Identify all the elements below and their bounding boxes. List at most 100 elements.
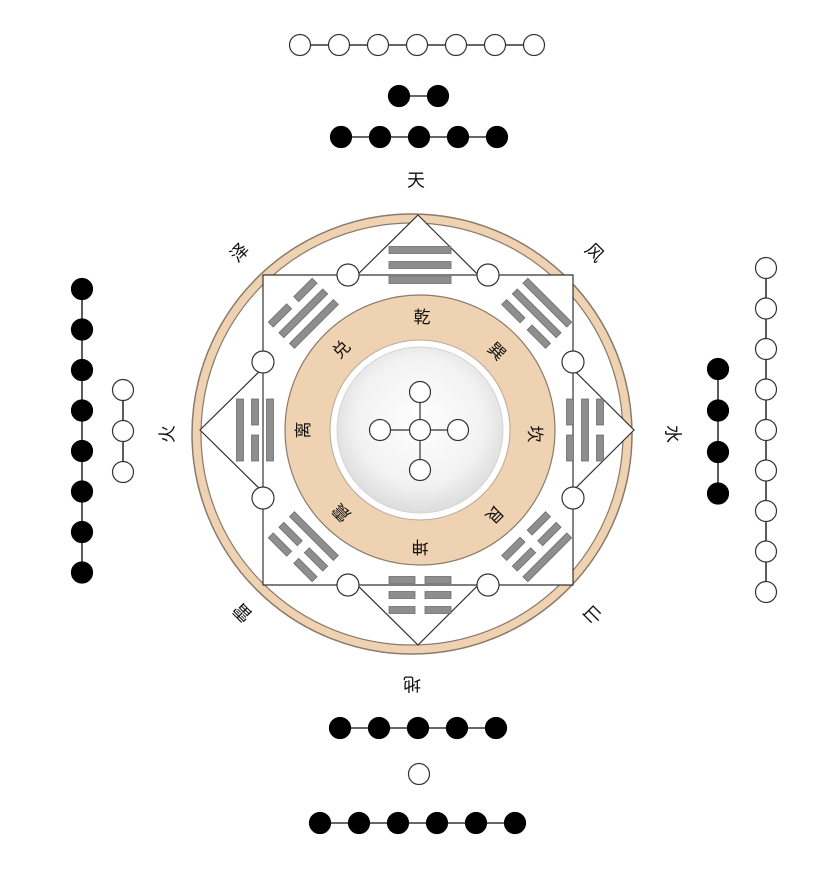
white-dot xyxy=(111,378,135,402)
yin-line-right xyxy=(388,576,416,584)
yang-line xyxy=(511,288,562,339)
yin-line-left xyxy=(596,398,604,426)
yin-line-left xyxy=(251,434,259,462)
white-dot xyxy=(407,762,431,786)
black-dot xyxy=(367,716,391,740)
yin-line-right xyxy=(267,532,293,557)
white-dot xyxy=(483,33,507,57)
yang-line xyxy=(581,398,589,462)
black-dot xyxy=(706,399,730,422)
yin-line-right xyxy=(501,536,526,562)
chain-left-white xyxy=(111,378,135,484)
center-dot xyxy=(446,418,470,442)
frame-notch xyxy=(251,350,275,374)
trigram-name-kun: 坤 xyxy=(412,536,429,556)
center-dot xyxy=(408,458,432,482)
label-heaven: 天 xyxy=(407,171,425,192)
yang-line xyxy=(266,398,274,462)
label-fire: 火 xyxy=(158,425,179,443)
white-dot xyxy=(288,33,312,57)
yin-line-left xyxy=(303,547,329,572)
black-dot xyxy=(347,811,371,835)
yin-line-right xyxy=(293,277,318,303)
black-dot xyxy=(70,358,94,382)
black-dot xyxy=(329,125,353,149)
trigram-name-qian: 乾 xyxy=(414,308,431,328)
chain-right-white xyxy=(754,256,778,604)
white-dot xyxy=(754,418,778,442)
trigram-qian xyxy=(388,246,452,284)
frame-notch xyxy=(561,350,585,374)
black-dot xyxy=(70,480,94,503)
yang-line xyxy=(388,246,452,254)
white-dot xyxy=(754,499,778,523)
black-dot xyxy=(445,716,469,740)
trigram-kun xyxy=(388,576,452,614)
chain-bottom-black-upper xyxy=(328,716,508,740)
chain-bottom-black-lower xyxy=(308,811,527,835)
black-dot xyxy=(706,357,730,381)
yin-line-left xyxy=(424,591,452,599)
black-dot xyxy=(70,277,94,301)
yang-line xyxy=(288,298,339,349)
chain-bottom-white xyxy=(407,762,431,786)
chain-top-black-short xyxy=(387,84,450,108)
trigram-name-li: 离 xyxy=(294,422,314,439)
yin-line-right xyxy=(596,434,604,462)
white-dot xyxy=(754,337,778,361)
black-dot xyxy=(406,716,430,740)
trigram-xun xyxy=(501,277,573,349)
black-dot xyxy=(386,811,410,835)
center-dot xyxy=(368,418,392,442)
black-dot xyxy=(503,811,527,835)
yang-line xyxy=(388,261,452,269)
black-dot xyxy=(706,482,730,505)
white-dot xyxy=(327,33,351,57)
black-dot xyxy=(446,125,470,149)
trigram-zhen xyxy=(267,511,339,583)
trigram-symbols xyxy=(236,246,604,614)
black-dot xyxy=(308,811,332,835)
black-dot xyxy=(70,399,94,422)
yin-line-right xyxy=(566,434,574,462)
white-dot xyxy=(444,33,468,57)
white-dot xyxy=(754,540,778,563)
black-dot xyxy=(387,84,411,108)
trigram-gen xyxy=(501,511,573,583)
yang-line xyxy=(288,511,339,562)
white-dot xyxy=(754,580,778,604)
yin-line-left xyxy=(537,521,562,547)
yin-line-left xyxy=(424,576,452,584)
yin-line-left xyxy=(501,298,526,324)
label-wind: 风 xyxy=(580,239,608,267)
yin-line-right xyxy=(388,606,416,614)
chain-top-black-long xyxy=(329,125,509,149)
white-dot xyxy=(754,297,778,320)
black-dot xyxy=(407,125,431,149)
label-thunder: 雷 xyxy=(229,598,257,626)
white-dot xyxy=(366,33,390,57)
yang-line xyxy=(278,288,329,339)
black-dot xyxy=(70,520,94,544)
white-dot xyxy=(754,378,778,401)
white-dot xyxy=(405,33,429,57)
chain-right-black xyxy=(706,357,730,505)
black-dot xyxy=(70,318,94,341)
frame-notch xyxy=(336,573,360,597)
yang-line xyxy=(388,276,452,284)
yin-line-left xyxy=(293,557,318,583)
center-dot xyxy=(408,380,432,404)
black-dot xyxy=(368,125,392,149)
yang-line xyxy=(236,398,244,462)
yin-line-left xyxy=(267,303,293,328)
yang-line xyxy=(522,532,573,583)
yin-line-left xyxy=(424,606,452,614)
black-dot xyxy=(464,811,488,835)
frame-notch xyxy=(336,263,360,287)
label-water: 水 xyxy=(662,425,683,443)
center-dot xyxy=(408,418,432,442)
white-dot xyxy=(754,459,778,482)
chain-left-black xyxy=(70,277,94,584)
trigram-name-kan: 坎 xyxy=(524,426,544,443)
